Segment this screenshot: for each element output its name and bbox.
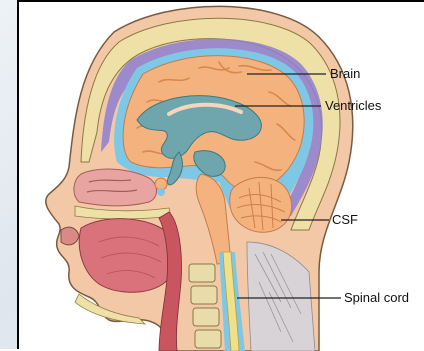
spinal-cord-label: Spinal cord	[344, 290, 409, 305]
ventricles-label: Ventricles	[325, 98, 381, 113]
brain-label: Brain	[330, 66, 360, 81]
csf-label: CSF	[332, 212, 358, 227]
diagram-frame: Brain Ventricles CSF Spinal cord	[17, 0, 424, 349]
pituitary-csf	[157, 188, 165, 196]
